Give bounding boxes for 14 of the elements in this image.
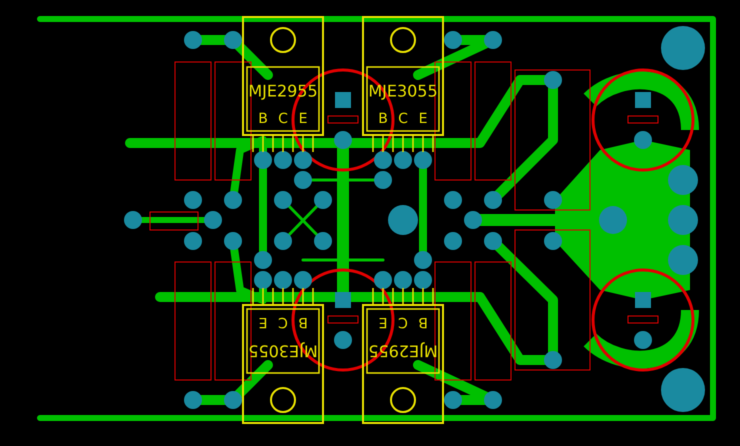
pin-label: C [398, 110, 408, 127]
pin-label: B [418, 314, 428, 330]
pin-label: E [418, 110, 428, 127]
pin-label: E [298, 110, 308, 127]
part-number-label: MJE3055 [248, 342, 318, 361]
pin-label: E [378, 314, 388, 330]
pin-label: C [278, 314, 288, 330]
pin-label: B [258, 110, 268, 127]
pin-label: E [258, 314, 268, 330]
pin-label: B [378, 110, 388, 127]
pin-label: C [278, 110, 288, 127]
pin-label: B [298, 314, 308, 330]
pin-label: C [398, 314, 408, 330]
part-number-label: MJE2955 [368, 342, 438, 361]
